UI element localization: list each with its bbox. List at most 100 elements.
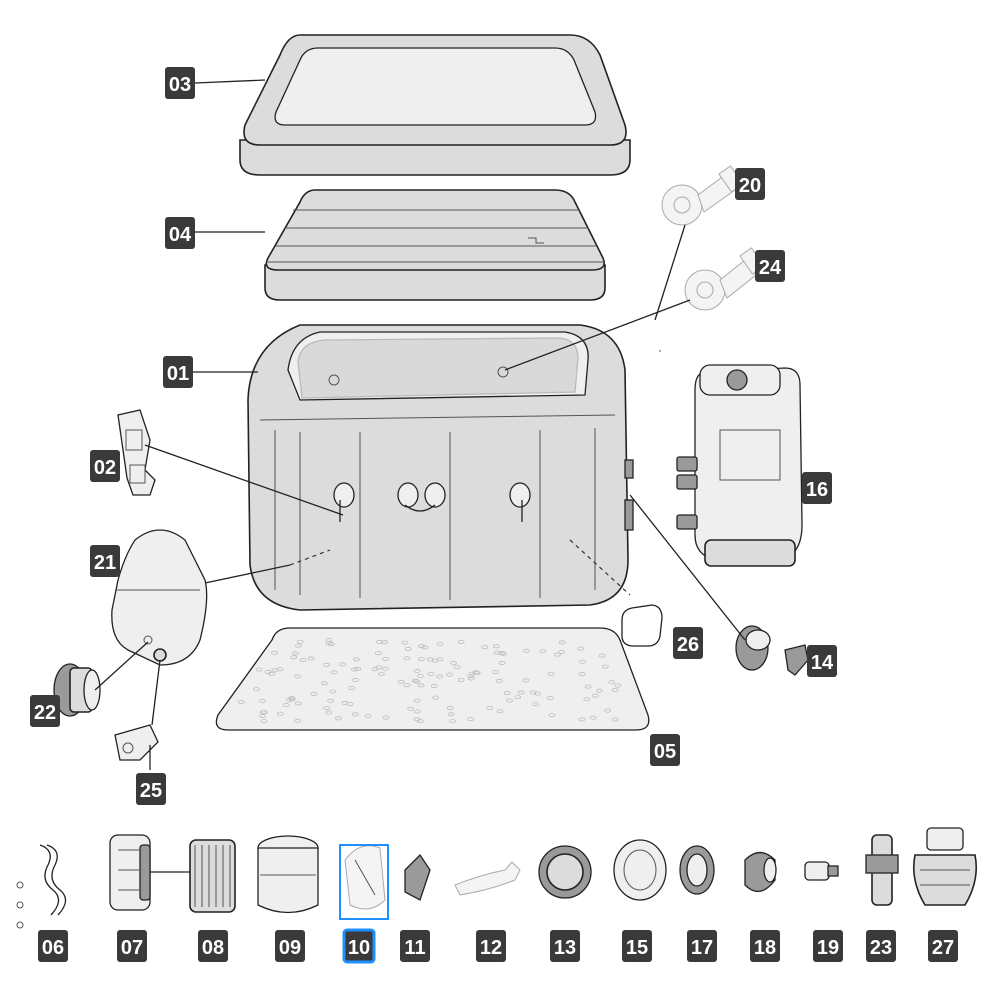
svg-text:22: 22	[34, 702, 56, 724]
label-02[interactable]: 02	[90, 450, 120, 482]
leader-lines	[94, 79, 746, 770]
mat-texture-dot	[377, 672, 385, 677]
part-connector-valve[interactable]	[735, 625, 771, 671]
label-21[interactable]: 21	[90, 545, 120, 577]
part-hose[interactable]	[16, 844, 67, 929]
label-10[interactable]: 10	[342, 928, 376, 964]
mat-texture-dot	[320, 681, 328, 686]
mat-texture-dot	[554, 652, 561, 657]
part-jet-cover[interactable]	[613, 839, 667, 901]
svg-text:06: 06	[42, 937, 64, 959]
part-nut-ring[interactable]	[679, 845, 715, 895]
label-19[interactable]: 19	[813, 930, 843, 962]
part-cover[interactable]	[239, 34, 631, 176]
label-12[interactable]: 12	[476, 930, 506, 962]
part-cap-gear[interactable]	[538, 845, 592, 899]
mat-texture-dot	[296, 639, 304, 644]
svg-text:27: 27	[932, 937, 954, 959]
part-check-valve[interactable]	[865, 834, 899, 906]
part-ground-mat[interactable]	[215, 627, 650, 731]
mat-texture-dot	[397, 679, 405, 684]
label-27[interactable]: 27	[928, 930, 958, 962]
part-inflation-valve[interactable]	[53, 663, 101, 717]
part-drain-plug[interactable]	[404, 853, 431, 901]
mat-texture-dot	[498, 651, 506, 656]
part-hose-clip[interactable]	[114, 724, 159, 761]
svg-text:03: 03	[169, 74, 191, 96]
label-01[interactable]: 01	[163, 356, 193, 388]
svg-text:20: 20	[739, 175, 761, 197]
mat-texture-dot	[532, 702, 539, 707]
label-18[interactable]: 18	[750, 930, 780, 962]
part-clip-ring[interactable]	[621, 604, 663, 647]
label-04[interactable]: 04	[165, 217, 195, 249]
label-17[interactable]: 17	[687, 930, 717, 962]
mat-texture-dot	[472, 670, 480, 675]
mat-texture-dot	[352, 657, 360, 662]
label-15[interactable]: 15	[622, 930, 652, 962]
mat-texture-dot	[403, 656, 411, 661]
part-filter-cartridge[interactable]	[189, 839, 236, 913]
part-inflatable-pack[interactable]	[111, 529, 208, 666]
svg-text:19: 19	[817, 937, 839, 959]
label-05[interactable]: 05	[650, 734, 680, 766]
svg-text:26: 26	[677, 634, 699, 656]
part-drain-valve[interactable]	[912, 827, 978, 906]
mat-texture-dot	[259, 698, 266, 703]
label-13[interactable]: 13	[550, 930, 580, 962]
mat-texture-dot	[611, 688, 619, 693]
part-chemical-floater[interactable]	[257, 835, 319, 914]
mat-texture-dot	[364, 714, 372, 719]
mat-texture-dot	[260, 719, 268, 724]
part-connector-plug[interactable]	[784, 644, 809, 676]
part-buckle[interactable]	[117, 409, 156, 496]
part-elbow-fitting[interactable]	[744, 851, 777, 892]
mat-texture-dot	[341, 700, 349, 705]
mat-texture-dot	[325, 638, 333, 643]
part-pump-unit[interactable]	[676, 364, 803, 567]
mat-texture-dot	[381, 640, 389, 645]
label-14[interactable]: 14	[807, 645, 837, 677]
label-08[interactable]: 08	[198, 930, 228, 962]
mat-texture-dot	[374, 651, 382, 656]
part-wrench[interactable]	[454, 861, 521, 896]
mat-texture-dot	[596, 688, 603, 693]
label-07[interactable]: 07	[117, 930, 147, 962]
mat-texture-dot	[506, 698, 514, 703]
mat-texture-dot	[411, 678, 419, 683]
part-filter-housing[interactable]	[109, 834, 190, 911]
label-22[interactable]: 22	[30, 695, 60, 727]
label-11[interactable]: 11	[400, 930, 430, 962]
mat-texture-dot	[583, 697, 591, 702]
label-24[interactable]: 24	[755, 250, 785, 282]
mat-texture-dot	[578, 717, 586, 722]
mat-texture-dot	[517, 690, 525, 695]
part-jet-nozzle-20[interactable]	[661, 165, 744, 226]
svg-text:24: 24	[759, 257, 782, 279]
svg-text:18: 18	[754, 937, 776, 959]
label-25[interactable]: 25	[136, 773, 166, 805]
mat-texture-dot	[500, 651, 507, 656]
mat-texture-dot	[259, 714, 267, 719]
part-filter-cap[interactable]	[344, 845, 386, 910]
label-23[interactable]: 23	[866, 930, 896, 962]
mat-texture-dot	[407, 706, 415, 711]
part-spa-body[interactable]	[247, 324, 634, 611]
label-03[interactable]: 03	[165, 67, 195, 99]
mat-texture-dot	[307, 656, 315, 661]
label-26[interactable]: 26	[673, 627, 703, 659]
part-jet-nozzle-24[interactable]	[684, 247, 765, 311]
label-16[interactable]: 16	[802, 472, 832, 504]
mat-texture-dot	[558, 640, 566, 645]
svg-text:05: 05	[654, 741, 676, 763]
mat-texture-dot	[496, 709, 504, 714]
mat-texture-dot	[339, 662, 347, 667]
part-insulation-pad[interactable]	[264, 189, 606, 301]
label-06[interactable]: 06	[38, 930, 68, 962]
label-09[interactable]: 09	[275, 930, 305, 962]
mat-texture-dot	[558, 649, 565, 654]
label-20[interactable]: 20	[735, 168, 765, 200]
mat-texture-dot	[453, 665, 461, 670]
part-adapter-plug[interactable]	[804, 861, 839, 881]
